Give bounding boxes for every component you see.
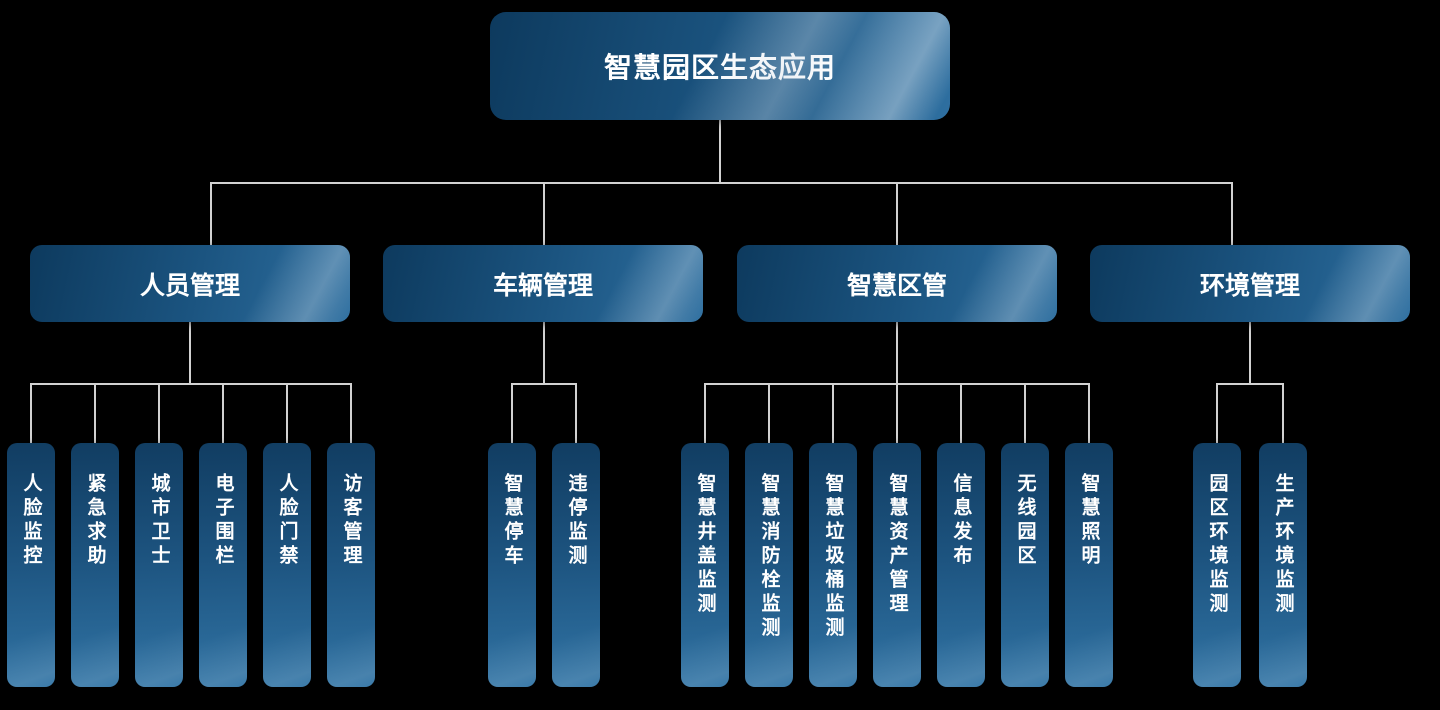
leaf-node: 人脸监控	[7, 443, 55, 687]
branch-node-personnel-management: 人员管理	[30, 245, 350, 322]
leaf-node: 智慧垃圾桶监测	[809, 443, 857, 687]
connector-branch-drop-environment-management	[1231, 183, 1233, 245]
connector-leaf-drop	[1024, 384, 1026, 443]
leaf-node: 访客管理	[327, 443, 375, 687]
connector-rail-vehicle-management	[511, 383, 577, 385]
connector-branch-stub-environment-management	[1249, 322, 1251, 384]
leaf-node: 人脸门禁	[263, 443, 311, 687]
connector-rail-personnel-management	[30, 383, 352, 385]
leaf-node: 智慧资产管理	[873, 443, 921, 687]
leaf-node: 城市卫士	[135, 443, 183, 687]
leaf-node: 生产环境监测	[1259, 443, 1307, 687]
leaf-node-label: 智慧消防栓监测	[758, 473, 780, 641]
leaf-node-label: 城市卫士	[148, 473, 170, 569]
connector-leaf-drop	[511, 384, 513, 443]
leaf-node: 电子围栏	[199, 443, 247, 687]
leaf-node-label: 园区环境监测	[1206, 473, 1228, 617]
connector-leaf-drop	[575, 384, 577, 443]
branch-node-smart-district-management-label: 智慧区管	[846, 271, 947, 300]
leaf-node-label: 违停监测	[565, 473, 587, 569]
connector-leaf-drop	[768, 384, 770, 443]
leaf-node-label: 智慧照明	[1078, 473, 1100, 569]
leaf-node-label: 智慧停车	[501, 473, 523, 569]
leaf-node-label: 智慧垃圾桶监测	[822, 473, 844, 641]
leaf-node-label: 信息发布	[950, 473, 972, 569]
branch-node-vehicle-management-label: 车辆管理	[492, 271, 593, 300]
connector-branch-stub-vehicle-management	[543, 322, 545, 384]
leaf-node-label: 智慧资产管理	[886, 473, 908, 617]
leaf-node: 信息发布	[937, 443, 985, 687]
branch-node-environment-management: 环境管理	[1090, 245, 1410, 322]
branch-node-environment-management-label: 环境管理	[1199, 271, 1300, 300]
connector-branch-drop-vehicle-management	[543, 183, 545, 245]
connector-root-stub	[719, 120, 721, 183]
leaf-node: 无线园区	[1001, 443, 1049, 687]
connector-leaf-drop	[1216, 384, 1218, 443]
leaf-node-label: 人脸监控	[20, 473, 42, 569]
leaf-node: 紧急求助	[71, 443, 119, 687]
connector-leaf-drop	[222, 384, 224, 443]
leaf-node: 智慧停车	[488, 443, 536, 687]
connector-leaf-drop	[158, 384, 160, 443]
leaf-node-label: 无线园区	[1014, 473, 1036, 569]
leaf-node: 智慧消防栓监测	[745, 443, 793, 687]
leaf-node: 智慧照明	[1065, 443, 1113, 687]
connector-leaf-drop	[704, 384, 706, 443]
leaf-node-label: 智慧井盖监测	[694, 473, 716, 617]
connector-branch-stub-smart-district-management	[896, 322, 898, 384]
leaf-node-label: 人脸门禁	[276, 473, 298, 569]
connector-branch-drop-smart-district-management	[896, 183, 898, 245]
connector-rail-level1	[210, 182, 1233, 184]
connector-leaf-drop	[1282, 384, 1284, 443]
leaf-node: 违停监测	[552, 443, 600, 687]
connector-rail-environment-management	[1216, 383, 1284, 385]
connector-leaf-drop	[1088, 384, 1090, 443]
root-node: 智慧园区生态应用	[490, 12, 950, 120]
leaf-node: 智慧井盖监测	[681, 443, 729, 687]
branch-node-smart-district-management: 智慧区管	[737, 245, 1057, 322]
branch-node-personnel-management-label: 人员管理	[139, 271, 240, 300]
leaf-node-label: 紧急求助	[84, 473, 106, 569]
connector-leaf-drop	[832, 384, 834, 443]
connector-leaf-drop	[30, 384, 32, 443]
connector-branch-drop-personnel-management	[210, 183, 212, 245]
connector-leaf-drop	[286, 384, 288, 443]
connector-leaf-drop	[350, 384, 352, 443]
root-node-label: 智慧园区生态应用	[603, 52, 836, 83]
connector-leaf-drop	[960, 384, 962, 443]
leaf-node: 园区环境监测	[1193, 443, 1241, 687]
leaf-node-label: 电子围栏	[212, 473, 234, 569]
connector-branch-stub-personnel-management	[189, 322, 191, 384]
leaf-node-label: 访客管理	[340, 473, 362, 569]
connector-leaf-drop	[896, 384, 898, 443]
connector-leaf-drop	[94, 384, 96, 443]
leaf-node-label: 生产环境监测	[1272, 473, 1294, 617]
branch-node-vehicle-management: 车辆管理	[383, 245, 703, 322]
